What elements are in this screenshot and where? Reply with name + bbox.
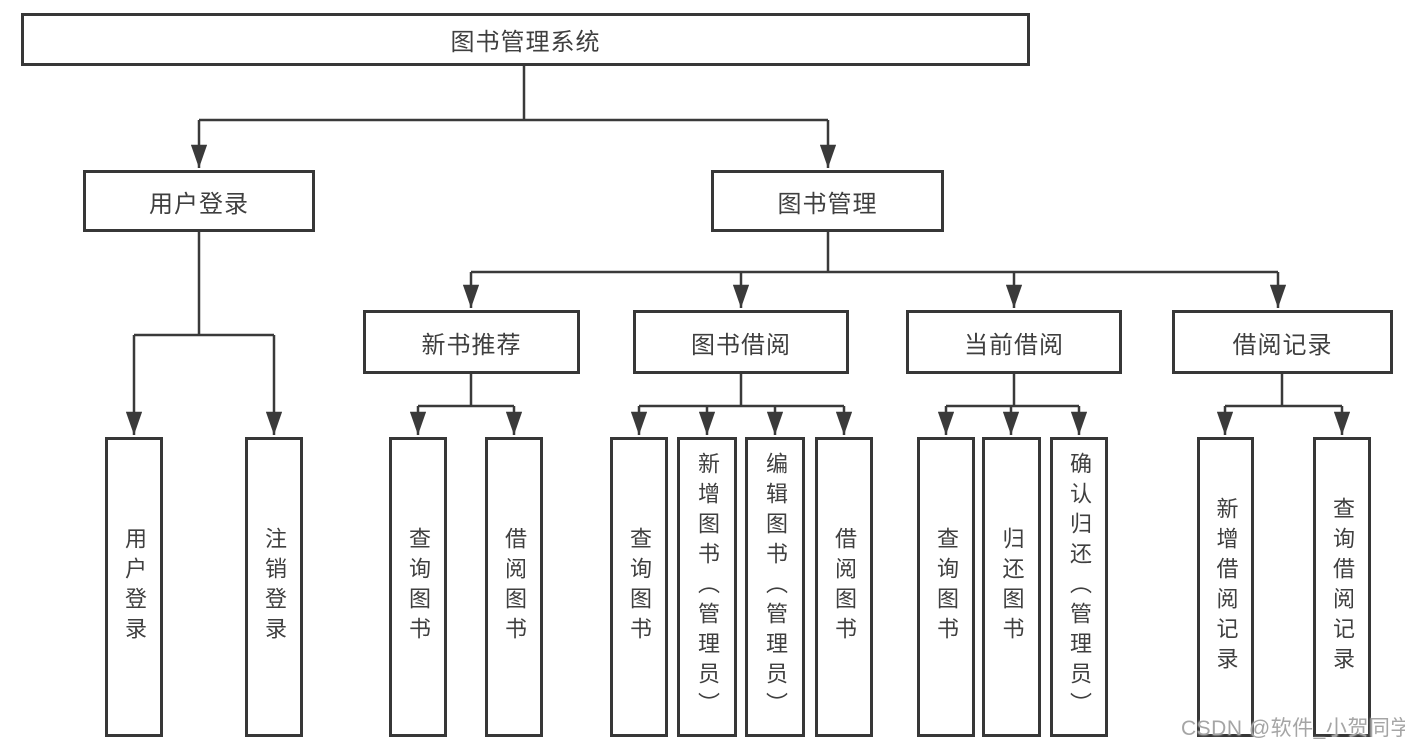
node-new-book-recommend: 新书推荐	[363, 310, 580, 374]
node-book-management-branch: 图书管理	[711, 170, 944, 232]
node-label: 新增借阅记录	[1213, 497, 1239, 677]
node-label: 注销登录	[262, 527, 287, 647]
node-label: 查询借阅记录	[1330, 497, 1355, 677]
connector-borrow-records-children	[1216, 374, 1351, 436]
leaf-borrow-books-2: 借阅图书	[815, 437, 873, 737]
node-label: 编辑图书（管理员）	[763, 452, 788, 722]
node-label: 借阅图书	[502, 527, 527, 647]
node-label: 查询图书	[627, 527, 652, 647]
node-label: 借阅记录	[1232, 331, 1333, 359]
node-label: 借阅图书	[832, 527, 857, 647]
connector-root-to-level2	[190, 66, 837, 168]
leaf-query-borrow-record: 查询借阅记录	[1313, 437, 1371, 737]
leaf-confirm-return-admin: 确认归还（管理员）	[1050, 437, 1108, 737]
node-label: 用户登录	[122, 527, 147, 647]
leaf-query-books-3: 查询图书	[917, 437, 975, 737]
node-label: 新书推荐	[421, 331, 522, 359]
csdn-watermark: CSDN @软件_小贺同学	[1181, 717, 1405, 740]
node-label: 图书管理	[777, 190, 878, 218]
node-label: 确认归还（管理员）	[1067, 452, 1092, 722]
node-label: 查询图书	[934, 527, 959, 647]
leaf-query-books-2: 查询图书	[610, 437, 668, 737]
node-current-borrowing: 当前借阅	[906, 310, 1122, 374]
node-label: 查询图书	[406, 527, 431, 647]
node-borrowing-records: 借阅记录	[1172, 310, 1393, 374]
connector-book-mgmt-children	[462, 232, 1287, 309]
connector-user-login-children	[125, 232, 283, 436]
node-label: 用户登录	[149, 190, 249, 218]
leaf-borrow-books-1: 借阅图书	[485, 437, 543, 737]
node-label: 当前借阅	[964, 331, 1064, 359]
leaf-add-borrow-record: 新增借阅记录	[1197, 437, 1254, 737]
node-label: 图书借阅	[691, 331, 791, 359]
leaf-add-book-admin: 新增图书（管理员）	[677, 437, 737, 737]
leaf-edit-book-admin: 编辑图书（管理员）	[745, 437, 805, 737]
node-book-borrowing: 图书借阅	[633, 310, 849, 374]
node-label: 图书管理系统	[450, 29, 601, 56]
node-root-system: 图书管理系统	[21, 13, 1030, 66]
connector-book-borrow-children	[630, 374, 853, 436]
connector-current-borrow-children	[937, 374, 1088, 436]
connector-new-book-rec-children	[409, 374, 523, 436]
leaf-logout: 注销登录	[245, 437, 303, 737]
node-label: 新增图书（管理员）	[695, 452, 720, 722]
node-user-login-branch: 用户登录	[83, 170, 315, 232]
leaf-query-books-1: 查询图书	[389, 437, 447, 737]
node-label: 归还图书	[999, 527, 1025, 647]
leaf-return-books: 归还图书	[982, 437, 1041, 737]
leaf-user-login: 用户登录	[105, 437, 163, 737]
